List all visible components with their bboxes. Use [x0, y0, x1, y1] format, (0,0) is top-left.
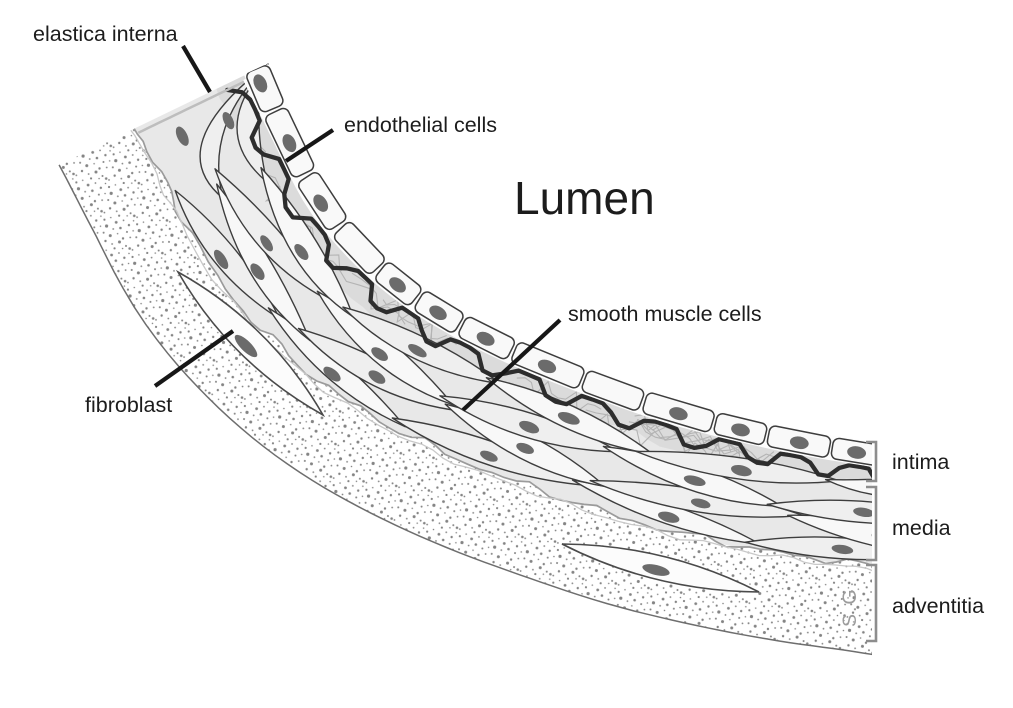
cell-nucleus: [642, 564, 670, 576]
cell-nucleus: [476, 331, 495, 346]
cell-nucleus: [669, 407, 688, 421]
endothelial-cell: [581, 370, 645, 411]
fibroblasts: [175, 269, 760, 593]
cell-nucleus: [961, 462, 981, 477]
media-adventitia-border: [133, 128, 872, 576]
cell-nucleus: [282, 134, 297, 153]
cell-nucleus: [294, 243, 309, 261]
smooth-muscle-cell: [947, 461, 1008, 519]
label-layer-intima: intima: [892, 450, 949, 474]
cell-nucleus: [253, 74, 268, 93]
bracket-intima: [866, 440, 878, 483]
cell-nucleus: [731, 423, 750, 437]
cell-nucleus: [175, 126, 189, 146]
bracket-media: [866, 485, 878, 562]
cell-nucleus: [429, 305, 447, 321]
label-lumen: Lumen: [514, 172, 655, 224]
cell-nucleus: [213, 249, 229, 270]
leader-line-elastica-interna: [181, 44, 212, 94]
cell-nucleus: [408, 344, 427, 358]
cell-nucleus: [557, 411, 580, 425]
leader-line-endothelial-cells: [284, 128, 335, 163]
cell-nucleus: [260, 235, 273, 252]
leader-line-fibroblast: [153, 329, 235, 388]
cell-nucleus: [537, 359, 557, 374]
cell-nucleus: [658, 511, 680, 523]
cell-nucleus: [998, 457, 1013, 466]
label-layer-adventitia: adventitia: [892, 594, 984, 618]
cell-nucleus: [998, 456, 1013, 466]
endothelial-cell: [333, 221, 385, 275]
label-fibroblast: fibroblast: [85, 393, 172, 417]
cell-nucleus: [250, 263, 265, 280]
vessel-wall-art: [58, 63, 1013, 662]
cell-nucleus: [519, 420, 540, 434]
cell-nucleus: [371, 347, 388, 361]
cell-nucleus: [847, 446, 867, 459]
leader-lines: [153, 44, 562, 412]
cell-nucleus: [731, 464, 752, 477]
cell-nucleus: [389, 277, 406, 293]
leader-line-smooth-muscle-cells: [461, 318, 562, 412]
cell-nucleus: [234, 334, 258, 358]
media-smooth-muscle-cells: [174, 63, 1013, 561]
adventitia-outer-edge: [58, 164, 872, 662]
cell-nucleus: [690, 498, 711, 509]
cell-nucleus: [313, 194, 329, 212]
label-layer-media: media: [892, 516, 951, 540]
endothelium: [243, 64, 981, 478]
cut-edge-fuzz: [137, 80, 245, 134]
cell-nucleus: [516, 442, 534, 454]
cell-nucleus: [480, 450, 498, 462]
cell-nucleus: [222, 111, 235, 130]
cell-nucleus: [853, 507, 872, 518]
cell-nucleus: [683, 475, 706, 486]
cell-nucleus: [910, 496, 930, 508]
cell-nucleus: [789, 436, 809, 450]
cell-nucleus: [871, 531, 872, 542]
cell-nucleus: [368, 370, 386, 384]
label-endothelial-cells: endothelial cells: [344, 113, 497, 137]
cell-nucleus: [323, 366, 341, 382]
label-elastica-interna: elastica interna: [33, 22, 178, 46]
layer-brackets: [866, 440, 878, 643]
label-smooth-muscle-cells: smooth muscle cells: [568, 302, 762, 326]
adventitia-layer-region: [58, 128, 872, 662]
cell-nucleus: [831, 544, 854, 555]
artist-signature: S.G.: [839, 580, 861, 627]
elastica-interna-line: [225, 87, 872, 488]
bracket-adventitia: [866, 563, 878, 643]
